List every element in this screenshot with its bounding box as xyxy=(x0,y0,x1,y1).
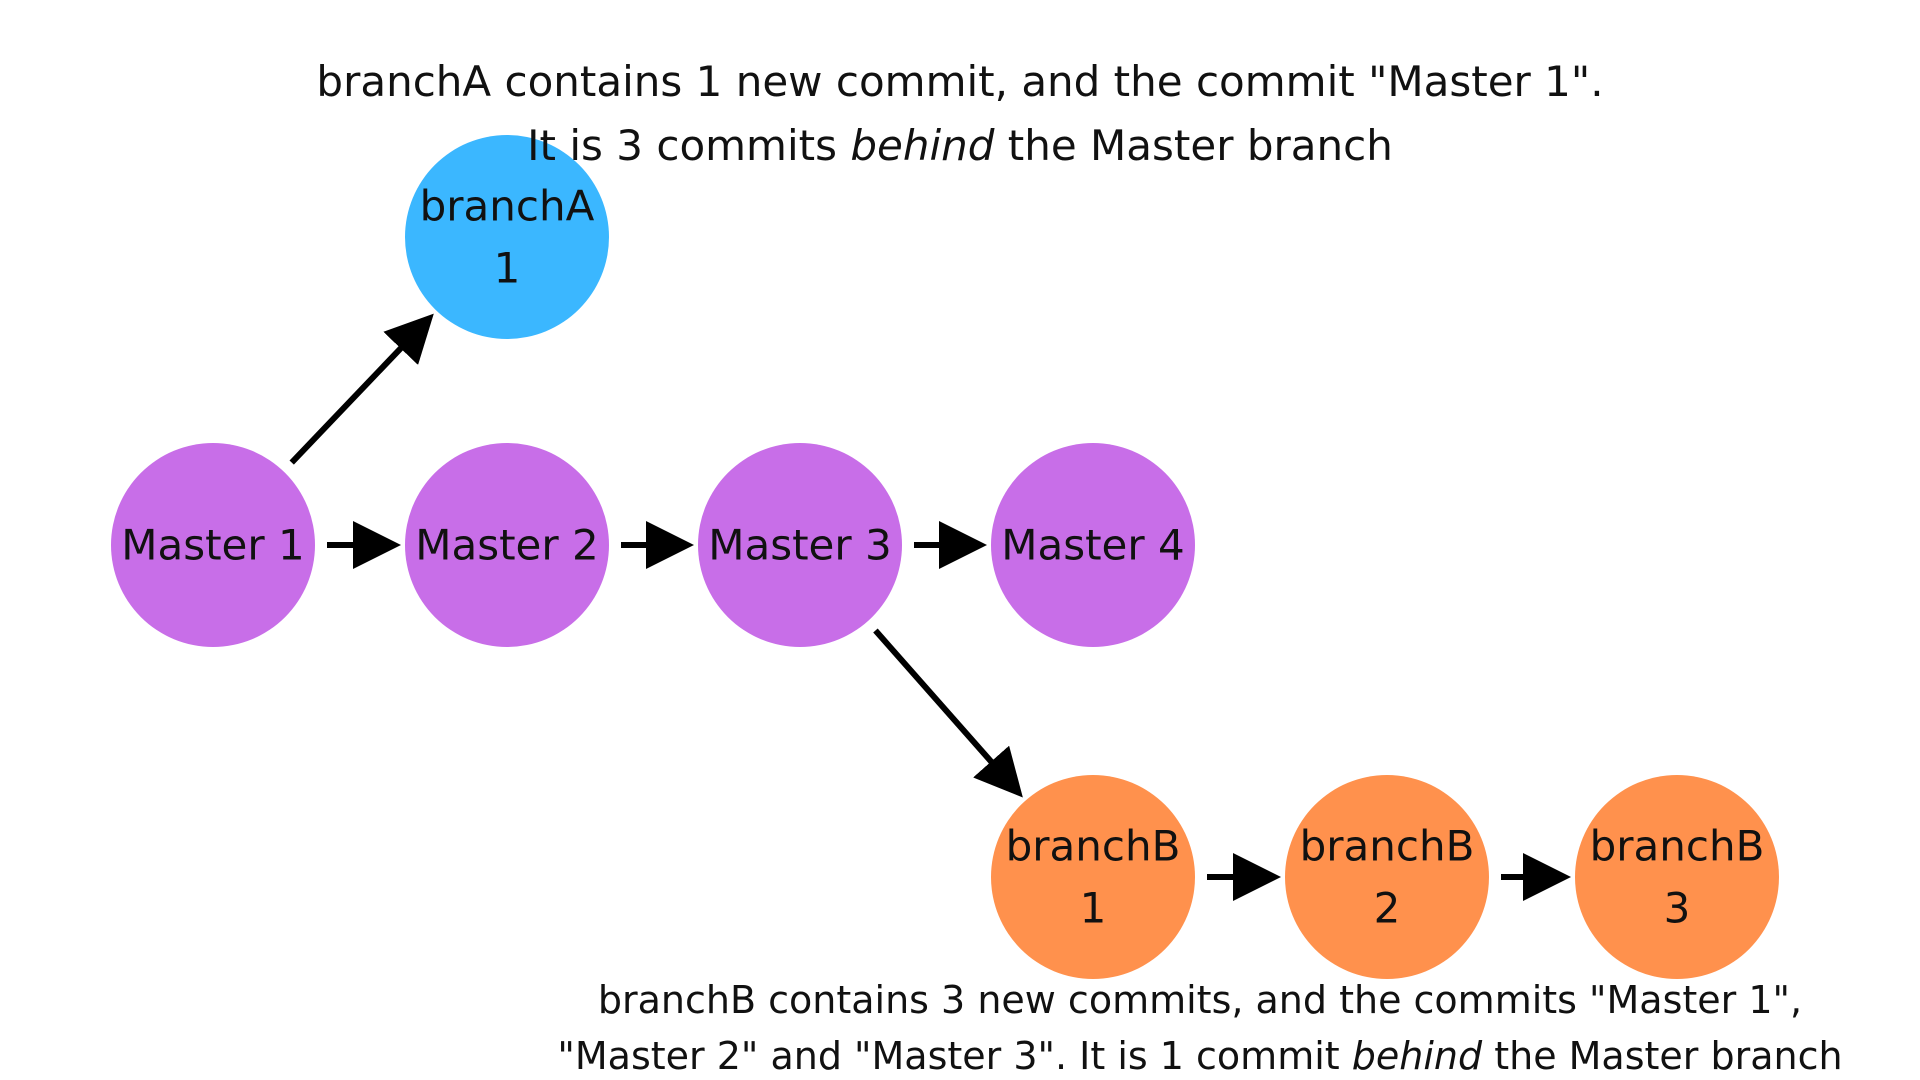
commit-label-branchA1-line1: branchA xyxy=(420,182,595,231)
arrow-master3-to-branchB1 xyxy=(873,628,1023,798)
branchB-caption-emphasis: behind xyxy=(1351,1034,1483,1078)
commit-node-branchB3: branchB 3 xyxy=(1575,775,1779,979)
arrow-master1-to-branchA1 xyxy=(289,313,434,465)
commit-node-master1: Master 1 xyxy=(111,443,315,647)
commit-label-master4-line1: Master 4 xyxy=(1001,521,1185,570)
commit-label-master1-line1: Master 1 xyxy=(121,521,305,570)
commit-circle-master3 xyxy=(698,443,902,647)
branchA-caption: branchA contains 1 new commit, and the c… xyxy=(0,50,1920,178)
branchA-caption-emphasis: behind xyxy=(850,121,995,170)
branchB-caption: branchB contains 3 new commits, and the … xyxy=(420,972,1920,1080)
commit-label-branchB1-line1: branchB xyxy=(1006,822,1181,871)
branchB-caption-line2: "Master 2" and "Master 3". It is 1 commi… xyxy=(420,1028,1920,1080)
commit-label-branchA1-line2: 1 xyxy=(494,244,521,293)
commit-node-master4: Master 4 xyxy=(991,443,1195,647)
branchA-caption-line2: It is 3 commits behind the Master branch xyxy=(0,114,1920,178)
branchA-caption-line2-prefix: It is 3 commits xyxy=(527,121,851,170)
commit-circle-branchB2 xyxy=(1285,775,1489,979)
branchB-caption-line1: branchB contains 3 new commits, and the … xyxy=(597,978,1803,1022)
commit-circle-master4 xyxy=(991,443,1195,647)
commit-node-branchB1: branchB 1 xyxy=(991,775,1195,979)
commit-node-branchB2: branchB 2 xyxy=(1285,775,1489,979)
commit-label-branchB2-line1: branchB xyxy=(1300,822,1475,871)
commit-label-master2-line1: Master 2 xyxy=(415,521,599,570)
commit-circle-master1 xyxy=(111,443,315,647)
commit-label-branchB2-line2: 2 xyxy=(1374,884,1401,933)
commit-node-branchA1: branchA 1 xyxy=(405,135,609,339)
commit-circle-branchA1 xyxy=(405,135,609,339)
commit-circle-branchB3 xyxy=(1575,775,1779,979)
commit-label-master3-line1: Master 3 xyxy=(708,521,892,570)
commit-label-branchB1-line2: 1 xyxy=(1080,884,1107,933)
commit-node-master3: Master 3 xyxy=(698,443,902,647)
commit-label-branchB3-line1: branchB xyxy=(1590,822,1765,871)
branchA-caption-line2-suffix: the Master branch xyxy=(994,121,1393,170)
branchA-caption-line1: branchA contains 1 new commit, and the c… xyxy=(316,57,1604,106)
commit-circle-master2 xyxy=(405,443,609,647)
commit-node-master2: Master 2 xyxy=(405,443,609,647)
branchB-caption-line2-suffix: the Master branch xyxy=(1482,1034,1843,1078)
commit-circle-branchB1 xyxy=(991,775,1195,979)
branchB-caption-line2-prefix: "Master 2" and "Master 3". It is 1 commi… xyxy=(557,1034,1352,1078)
commit-label-branchB3-line2: 3 xyxy=(1664,884,1691,933)
nodes: Master 1 Master 2 Master 3 Master 4 branchA 1… xyxy=(111,135,1779,979)
edges xyxy=(289,313,1571,901)
